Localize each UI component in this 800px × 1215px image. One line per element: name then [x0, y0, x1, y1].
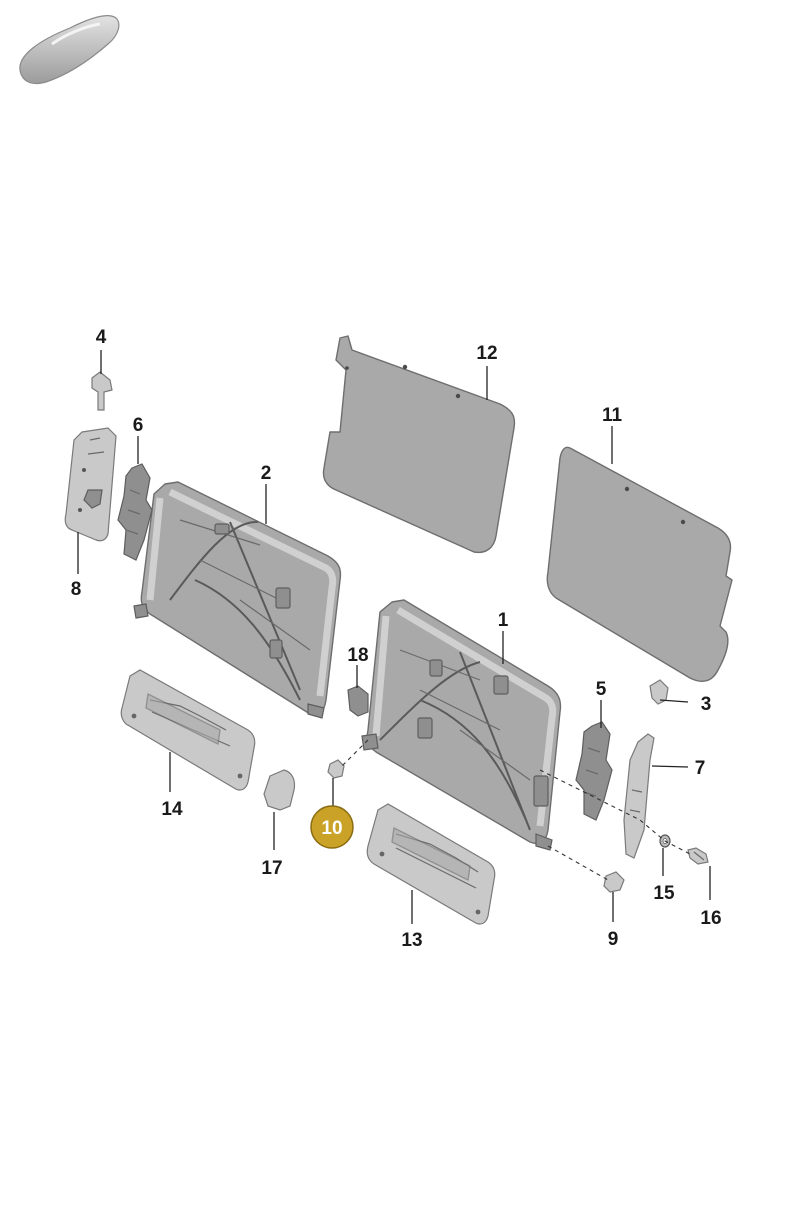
callout-10-highlight[interactable]: 10 — [310, 805, 354, 849]
callout-11[interactable]: 11 — [602, 405, 623, 426]
car-silhouette-icon — [19, 15, 120, 85]
part-14-cover-plate — [120, 669, 256, 791]
part-11-backrest-cover — [546, 446, 733, 682]
part-2-left-backrest-frame — [133, 481, 342, 719]
part-18-bracket — [347, 685, 369, 717]
part-13-cover-plate — [366, 803, 496, 925]
part-4-clip — [91, 371, 113, 411]
callout-labels: 1 2 3 4 5 6 7 8 9 11 12 13 14 15 16 17 1… — [71, 327, 722, 951]
part-16-bolt — [687, 847, 709, 865]
assembly-dash-lines — [341, 739, 691, 881]
callout-5[interactable]: 5 — [596, 679, 607, 700]
callout-1[interactable]: 1 — [498, 610, 509, 631]
part-7-right-trim — [623, 733, 655, 859]
part-9-bush — [603, 871, 625, 893]
callout-15[interactable]: 15 — [653, 883, 675, 904]
part-12-backrest-cover — [322, 335, 516, 554]
callout-13[interactable]: 13 — [401, 930, 422, 951]
part-8-left-trim — [64, 427, 117, 542]
callout-4[interactable]: 4 — [96, 327, 107, 348]
callout-2[interactable]: 2 — [261, 463, 272, 484]
callout-8[interactable]: 8 — [71, 579, 82, 600]
part-5-hinge-bracket — [575, 721, 613, 821]
callout-12[interactable]: 12 — [476, 343, 497, 364]
callout-16[interactable]: 16 — [700, 908, 721, 929]
callout-14[interactable]: 14 — [161, 799, 183, 820]
part-17-cap — [263, 769, 296, 811]
callout-10[interactable]: 10 — [321, 818, 342, 839]
callout-3[interactable]: 3 — [701, 694, 712, 715]
callout-6[interactable]: 6 — [133, 415, 144, 436]
callout-7[interactable]: 7 — [695, 758, 706, 779]
part-10-clip — [327, 759, 345, 779]
part-1-right-backrest-frame — [361, 599, 562, 851]
callout-9[interactable]: 9 — [608, 929, 619, 950]
part-6-hinge-bracket — [117, 463, 153, 561]
callout-17[interactable]: 17 — [261, 858, 282, 879]
callout-18[interactable]: 18 — [347, 645, 368, 666]
leader-lines — [77, 350, 711, 924]
